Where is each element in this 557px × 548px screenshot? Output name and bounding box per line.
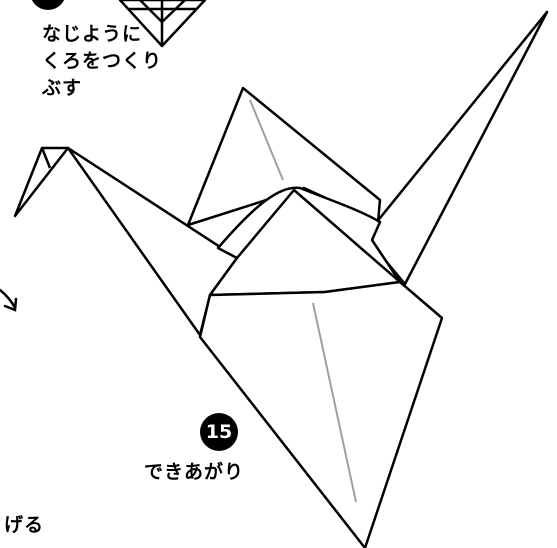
origami-crane-icon <box>13 10 549 548</box>
step-number-badge: 15 <box>200 413 238 451</box>
small-diamond-fold-icon <box>118 0 207 48</box>
body-crease <box>312 302 357 503</box>
instruction-line-1: なじように <box>42 23 143 45</box>
fold-arrow-icon <box>0 288 18 312</box>
step-caption: できあがり <box>144 461 245 483</box>
instruction-line-4: げる <box>4 514 45 536</box>
instruction-line-2: くろをつくり <box>42 50 163 72</box>
instruction-line-3: ぶす <box>42 77 83 99</box>
previous-step-badge <box>31 0 65 10</box>
crease-lines <box>249 99 357 503</box>
back-wing-crease <box>249 99 284 181</box>
